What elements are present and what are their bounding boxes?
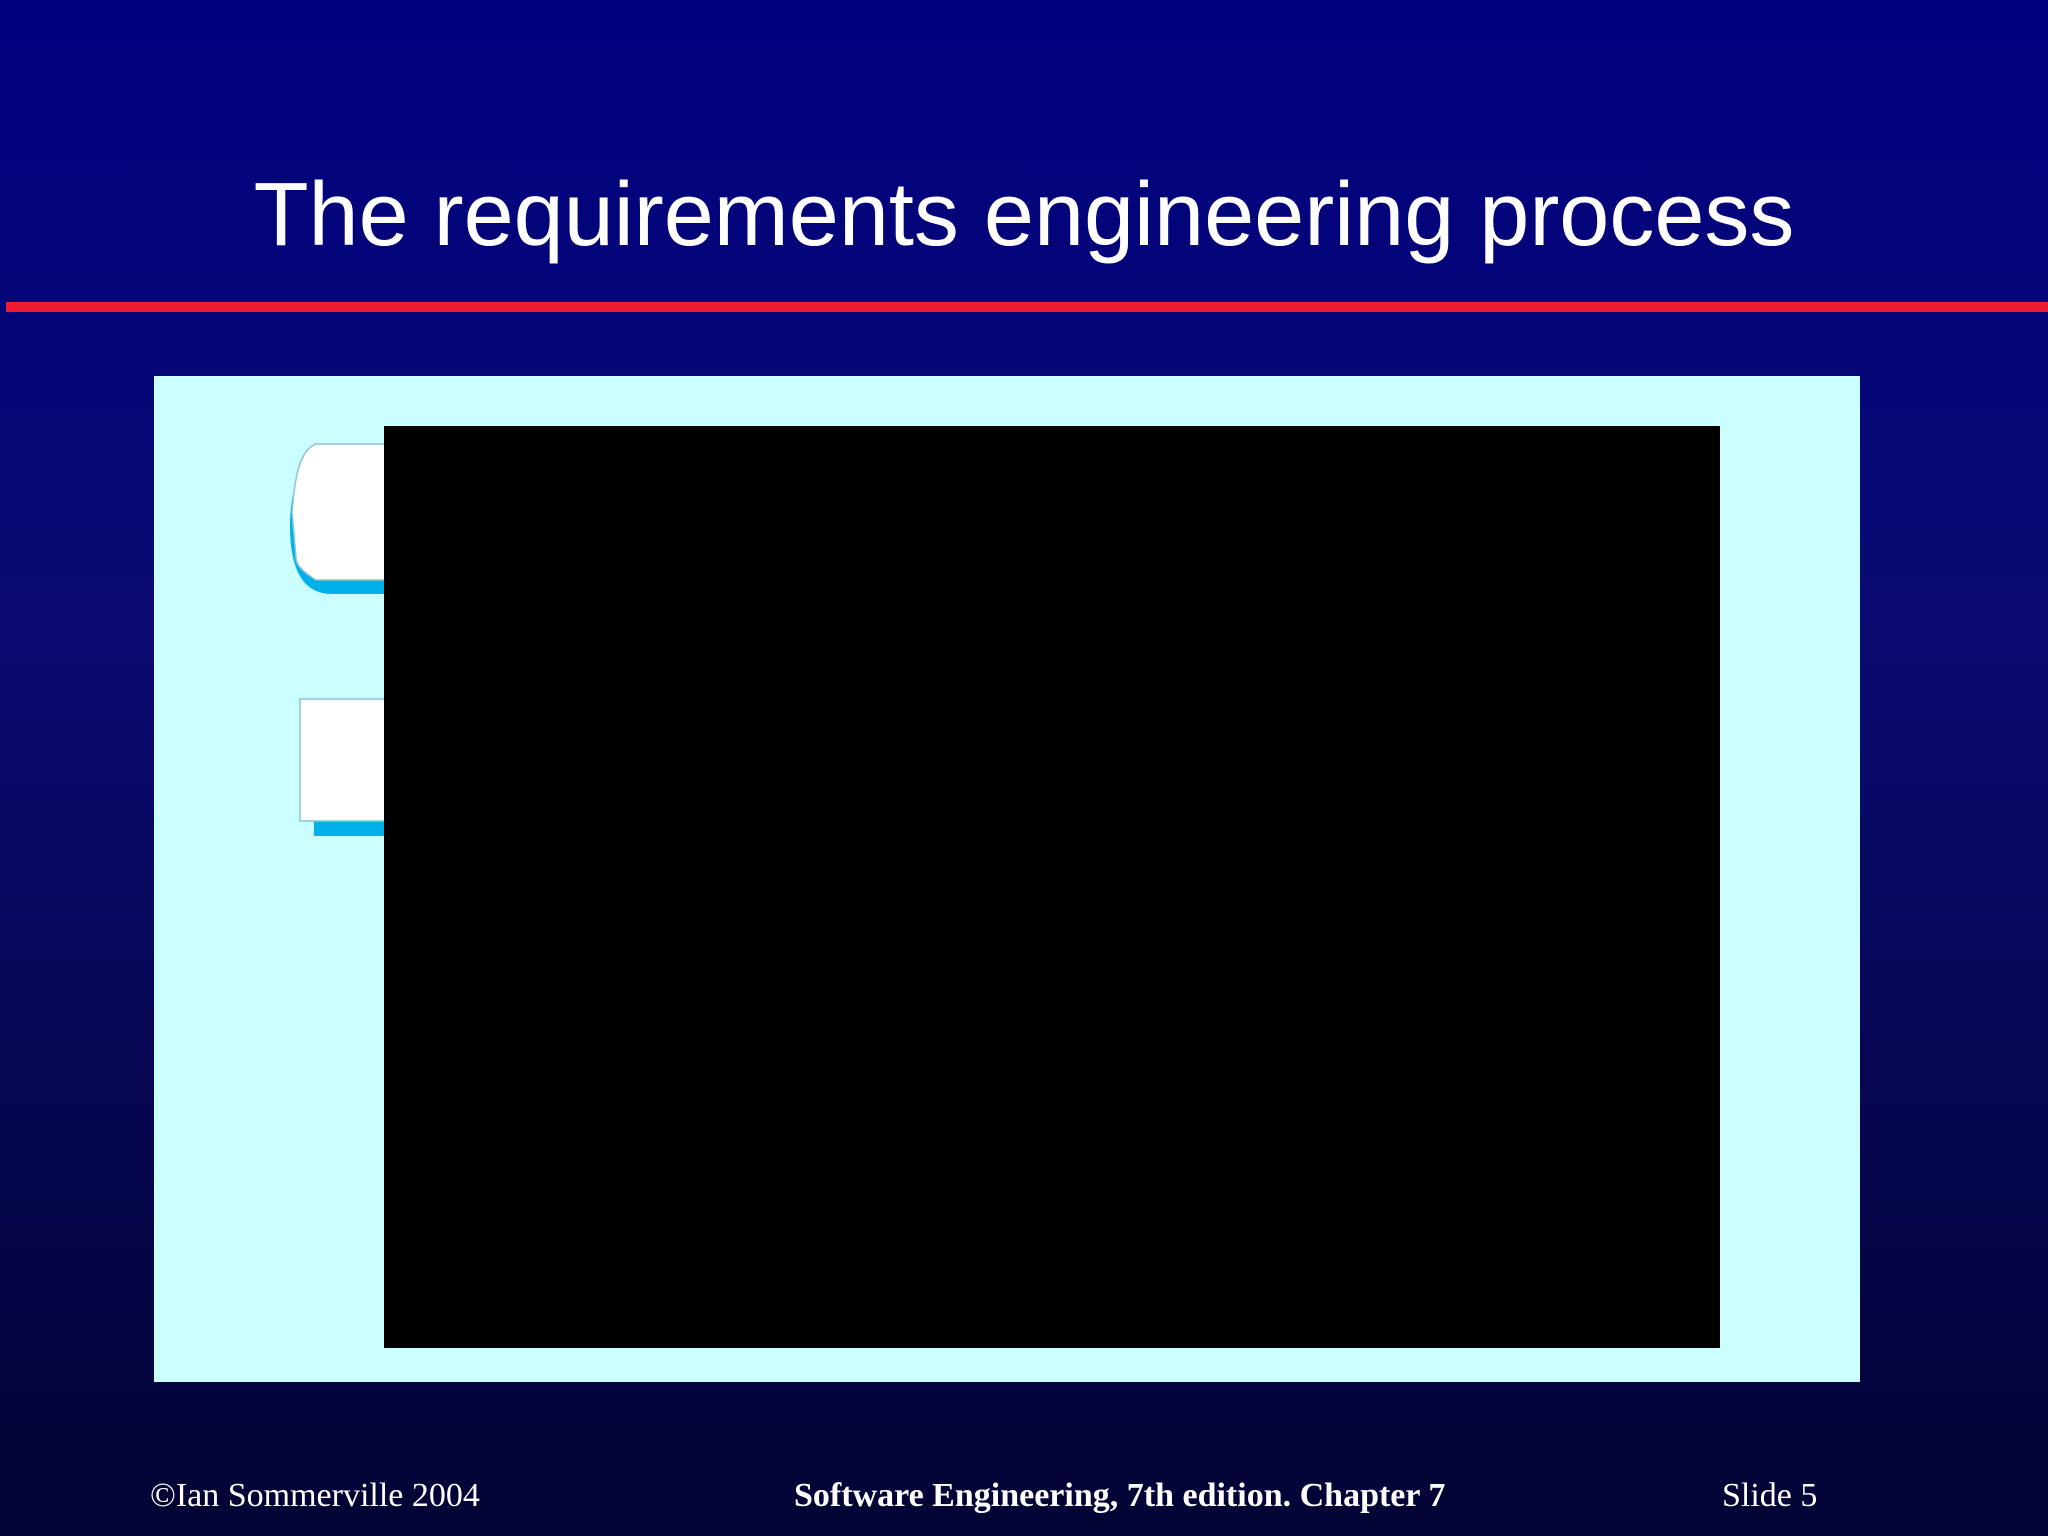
process-ellipse [290,443,412,594]
slide-title: The requirements engineering process [253,165,1795,265]
redaction-block [384,426,1720,1348]
footer-copyright: ©Ian Sommerville 2004 [150,1477,480,1514]
footer-book-title: Software Engineering, 7th edition. Chapt… [794,1477,1446,1514]
title-divider [6,302,2048,312]
process-diagram [154,376,1860,1382]
footer-slide-number: Slide 5 [1722,1477,1818,1514]
